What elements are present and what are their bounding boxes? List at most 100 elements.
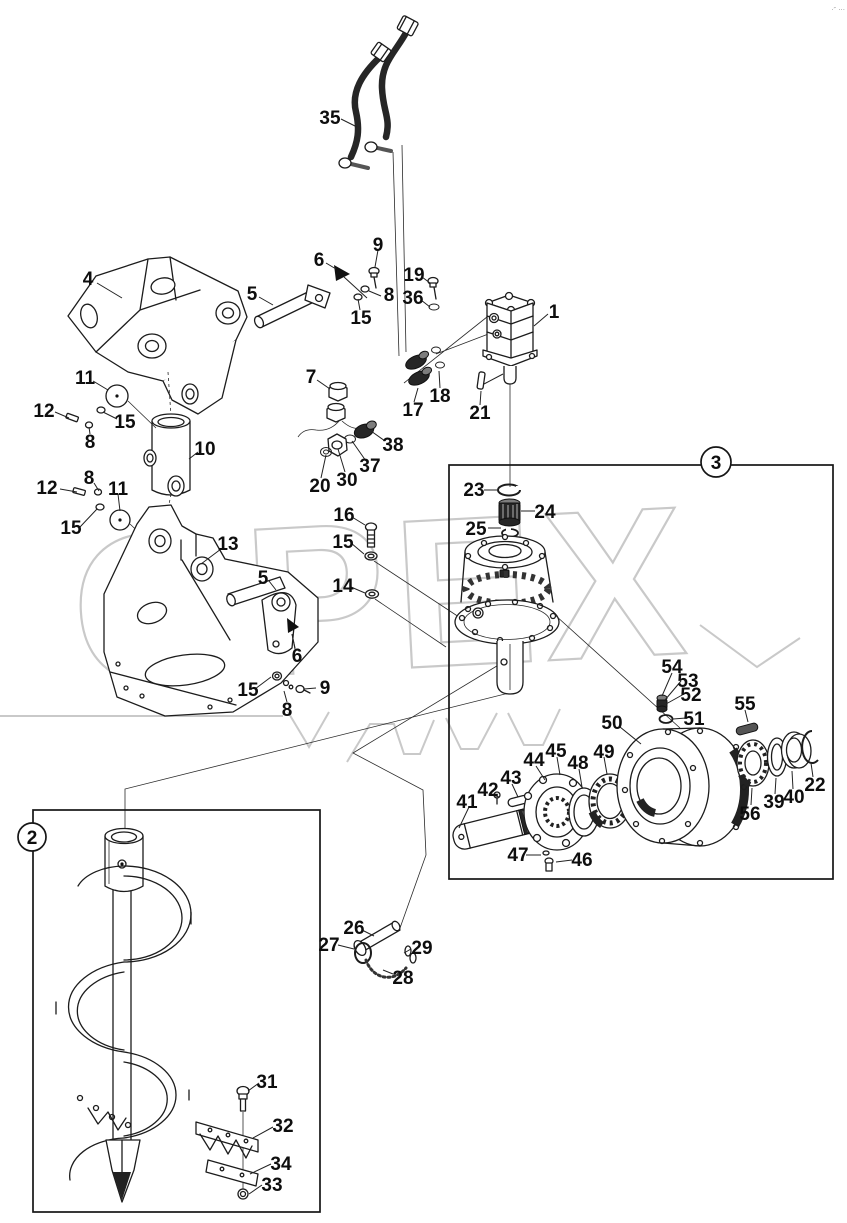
part-label-8: 8	[384, 285, 395, 306]
part-label-35: 35	[319, 108, 341, 129]
callout-circle-3: 3	[700, 446, 732, 478]
part-label-5: 5	[258, 568, 269, 589]
part-label-33: 33	[261, 1175, 282, 1196]
part-label-43: 43	[500, 768, 521, 789]
retainer-cup-40	[780, 731, 812, 769]
part-label-27: 27	[318, 935, 339, 956]
frame-weldment	[103, 504, 319, 717]
gearbox-assembly	[454, 533, 681, 729]
part-label-24: 24	[534, 502, 556, 523]
part-label-23: 23	[463, 480, 484, 501]
bearing-56	[736, 739, 770, 788]
part-label-14: 14	[332, 576, 354, 597]
bolt-washer-set-lower	[271, 671, 311, 694]
bolt-washer-set-top	[353, 266, 380, 301]
callout-circle-2: 2	[17, 822, 47, 852]
pivot-pin-top	[253, 284, 331, 329]
part-label-49: 49	[593, 742, 614, 763]
bearing-flange-44-45	[523, 773, 591, 851]
gear-housing-50	[616, 727, 750, 847]
part-label-18: 18	[429, 386, 450, 407]
roll-pin-55	[735, 722, 759, 736]
backing-plate-34	[205, 1159, 259, 1187]
assembly-connection-lines	[124, 657, 514, 929]
plug-52-53-54	[656, 694, 668, 713]
part-label-45: 45	[545, 741, 567, 762]
part-label-16: 16	[333, 505, 354, 526]
part-label-53: 53	[677, 671, 698, 692]
svg-text:2: 2	[27, 828, 38, 849]
part-label-12: 12	[36, 478, 57, 499]
part-label-41: 41	[456, 792, 478, 813]
hydraulic-motor	[403, 291, 538, 487]
bolt-19	[427, 276, 440, 311]
part-label-11: 11	[108, 479, 129, 500]
part-label-4: 4	[83, 269, 94, 290]
part-label-54: 54	[661, 657, 683, 678]
part-label-44: 44	[523, 750, 545, 771]
part-label-46: 46	[571, 850, 592, 871]
part-label-50: 50	[601, 713, 622, 734]
callouts-layer: 23	[17, 446, 732, 852]
washer-disc-upper	[65, 384, 157, 429]
fittings-manifold-group	[297, 381, 377, 457]
part-label-56: 56	[739, 804, 760, 825]
auger-flighting	[55, 865, 192, 1181]
part-label-15: 15	[114, 412, 136, 433]
part-label-9: 9	[373, 235, 384, 256]
part-label-39: 39	[763, 792, 784, 813]
part-label-15: 15	[350, 308, 372, 329]
hose-fitting-icon	[396, 15, 419, 37]
detail-box-2	[32, 809, 321, 1213]
part-label-12: 12	[33, 401, 54, 422]
hydraulic-hoses	[338, 15, 419, 357]
flange-bolt-46-47	[542, 850, 554, 872]
bearing-49	[588, 773, 632, 829]
leader-lines	[54, 118, 814, 1195]
retaining-pin-group	[353, 920, 417, 979]
hose-fitting-icon	[370, 41, 392, 63]
part-label-29: 29	[411, 938, 432, 959]
part-label-28: 28	[392, 968, 413, 989]
part-label-7: 7	[306, 367, 317, 388]
mount-bolt-16-set	[364, 522, 463, 648]
auger-point	[105, 1139, 141, 1203]
part-label-48: 48	[567, 753, 588, 774]
part-label-15: 15	[332, 532, 354, 553]
part-label-22: 22	[804, 775, 825, 796]
part-label-47: 47	[507, 845, 528, 866]
coupling-stack	[497, 483, 521, 538]
part-label-31: 31	[256, 1072, 278, 1093]
svg-text:3: 3	[711, 453, 722, 474]
part-label-6: 6	[292, 646, 303, 667]
part-label-40: 40	[783, 787, 804, 808]
shaft-key-21	[476, 371, 486, 390]
part-label-37: 37	[359, 456, 380, 477]
part-label-19: 19	[403, 265, 424, 286]
part-label-15: 15	[237, 680, 259, 701]
part-label-15: 15	[60, 518, 82, 539]
grease-arrow-icon	[334, 265, 368, 299]
part-label-9: 9	[320, 678, 331, 699]
part-label-42: 42	[477, 780, 498, 801]
part-label-6: 6	[314, 250, 325, 271]
auger-assembly	[55, 827, 259, 1203]
part-label-8: 8	[84, 468, 95, 489]
part-label-5: 5	[247, 284, 258, 305]
part-label-36: 36	[402, 288, 423, 309]
part-label-25: 25	[465, 519, 487, 540]
detail-box-3	[448, 464, 834, 880]
part-label-20: 20	[309, 476, 330, 497]
part-label-30: 30	[336, 470, 357, 491]
watermark-corner-mark: ·″ ···	[831, 6, 845, 14]
part-label-32: 32	[272, 1116, 293, 1137]
part-label-8: 8	[282, 700, 293, 721]
output-shaft-exploded	[452, 694, 819, 872]
part-label-17: 17	[402, 400, 423, 421]
part-label-1: 1	[549, 302, 560, 323]
part-label-8: 8	[85, 432, 96, 453]
snap-ring-22	[801, 730, 819, 764]
part-label-34: 34	[270, 1154, 292, 1175]
